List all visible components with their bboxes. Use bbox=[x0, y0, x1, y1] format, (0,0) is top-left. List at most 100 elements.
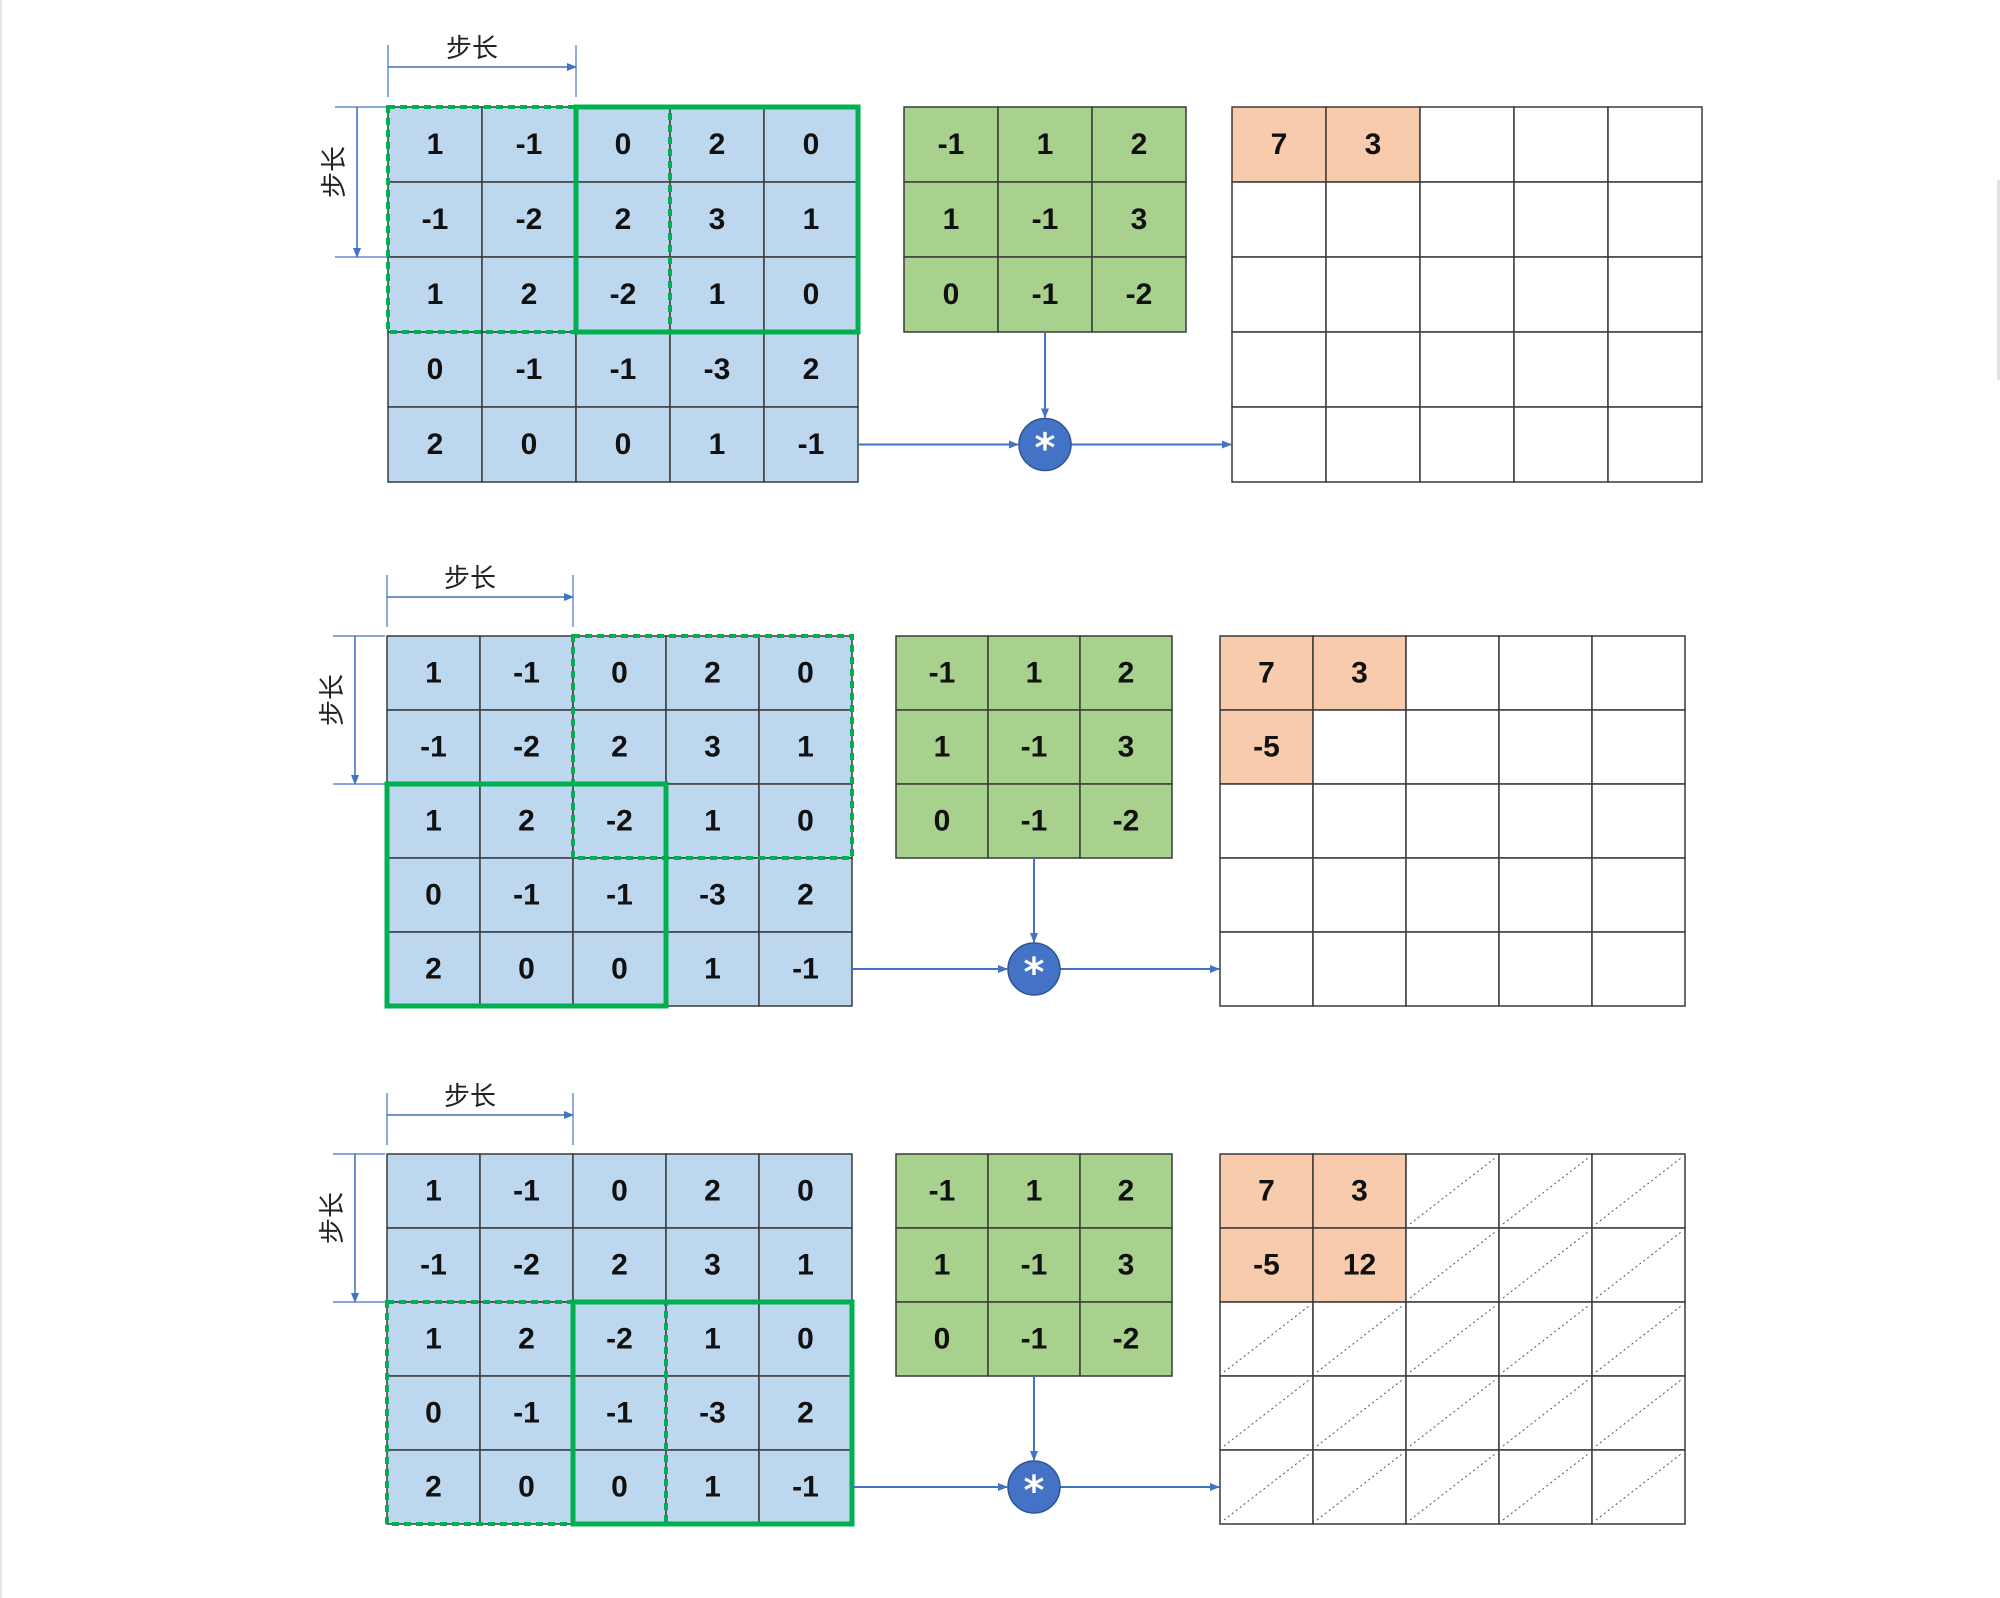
input-value: 0 bbox=[797, 1175, 814, 1208]
kernel-value: 1 bbox=[934, 731, 951, 764]
output-cell-empty bbox=[1591, 635, 1686, 711]
input-value: 1 bbox=[704, 1323, 721, 1356]
input-cell bbox=[665, 783, 760, 859]
input-value: 1 bbox=[797, 731, 814, 764]
kernel-value: 3 bbox=[1118, 1249, 1135, 1282]
kernel-value: -2 bbox=[1113, 1323, 1140, 1356]
input-value: 2 bbox=[797, 1397, 814, 1430]
output-cell-empty bbox=[1591, 1375, 1686, 1451]
output-cell-empty bbox=[1231, 331, 1327, 408]
input-cell bbox=[758, 1227, 853, 1303]
kernel-cell bbox=[895, 1153, 989, 1229]
output-cell-filled bbox=[1231, 106, 1327, 183]
output-value: 7 bbox=[1271, 128, 1288, 161]
output-cell-empty bbox=[1591, 1301, 1686, 1377]
output-cell-empty bbox=[1498, 1375, 1593, 1451]
input-value: -1 bbox=[610, 353, 637, 386]
input-value: 0 bbox=[611, 1471, 628, 1504]
input-cell bbox=[758, 857, 853, 933]
input-cell bbox=[669, 181, 765, 258]
input-cell bbox=[479, 857, 574, 933]
output-cell-empty bbox=[1591, 931, 1686, 1007]
input-cell bbox=[763, 181, 859, 258]
input-cell bbox=[386, 783, 481, 859]
output-cell-empty bbox=[1405, 635, 1500, 711]
input-value: 1 bbox=[425, 1175, 442, 1208]
output-cell-empty bbox=[1219, 1375, 1314, 1451]
output-cell-empty bbox=[1419, 256, 1515, 333]
input-value: -1 bbox=[606, 1397, 633, 1430]
output-cell-empty bbox=[1325, 256, 1421, 333]
input-cell bbox=[572, 1449, 667, 1525]
kernel-cell bbox=[1091, 181, 1187, 258]
input-value: -1 bbox=[513, 1397, 540, 1430]
kernel-cell bbox=[987, 783, 1081, 859]
output-cell-empty bbox=[1219, 1301, 1314, 1377]
input-value: 1 bbox=[704, 805, 721, 838]
output-cell-empty bbox=[1312, 1375, 1407, 1451]
stride-label-vertical: 步长 bbox=[320, 146, 350, 198]
output-value: 3 bbox=[1365, 128, 1382, 161]
input-value: 2 bbox=[518, 1323, 535, 1356]
input-value: 0 bbox=[797, 1323, 814, 1356]
input-cell bbox=[386, 931, 481, 1007]
input-value: -1 bbox=[516, 353, 543, 386]
kernel-cell bbox=[1079, 709, 1173, 785]
stride-label-horizontal: 步长 bbox=[444, 564, 496, 594]
output-value: 7 bbox=[1258, 1175, 1275, 1208]
output-cell-filled bbox=[1219, 1153, 1314, 1229]
output-cell-empty bbox=[1325, 331, 1421, 408]
stride-label-horizontal: 步长 bbox=[446, 34, 498, 64]
input-value: -3 bbox=[699, 879, 726, 912]
kernel-cell bbox=[895, 1301, 989, 1377]
kernel-cell bbox=[1091, 256, 1187, 333]
kernel-cell bbox=[987, 1227, 1081, 1303]
kernel-value: 1 bbox=[1037, 128, 1054, 161]
kernel-value: 0 bbox=[934, 1323, 951, 1356]
output-cell-empty bbox=[1419, 406, 1515, 483]
output-cell-empty bbox=[1312, 931, 1407, 1007]
input-value: 2 bbox=[427, 428, 444, 461]
input-cell bbox=[479, 635, 574, 711]
input-cell bbox=[572, 635, 667, 711]
output-cell-empty bbox=[1513, 181, 1609, 258]
input-value: 1 bbox=[709, 278, 726, 311]
output-cell-filled bbox=[1312, 635, 1407, 711]
input-cell bbox=[481, 331, 577, 408]
output-cell-empty bbox=[1591, 783, 1686, 859]
output-cell-empty bbox=[1513, 406, 1609, 483]
kernel-value: 1 bbox=[1026, 657, 1043, 690]
output-cell-empty bbox=[1405, 857, 1500, 933]
output-cell-empty bbox=[1607, 181, 1703, 258]
output-cell-empty bbox=[1498, 1227, 1593, 1303]
input-cell bbox=[665, 709, 760, 785]
input-value: 2 bbox=[615, 203, 632, 236]
output-cell-empty bbox=[1591, 1227, 1686, 1303]
kernel-value: 3 bbox=[1131, 203, 1148, 236]
input-value: -1 bbox=[420, 731, 447, 764]
input-value: 2 bbox=[704, 1175, 721, 1208]
input-value: 3 bbox=[709, 203, 726, 236]
kernel-value: 1 bbox=[1026, 1175, 1043, 1208]
output-cell-empty bbox=[1325, 406, 1421, 483]
input-value: 2 bbox=[518, 805, 535, 838]
kernel-cell bbox=[1079, 1301, 1173, 1377]
kernel-cell bbox=[1079, 1227, 1173, 1303]
input-value: 1 bbox=[803, 203, 820, 236]
input-value: 2 bbox=[803, 353, 820, 386]
input-cell bbox=[665, 1301, 760, 1377]
output-cell-empty bbox=[1405, 1227, 1500, 1303]
output-cell-empty bbox=[1231, 406, 1327, 483]
output-cell-empty bbox=[1312, 1301, 1407, 1377]
input-cell bbox=[386, 635, 481, 711]
output-cell-filled bbox=[1219, 709, 1314, 785]
flow-arrows: * bbox=[852, 858, 1220, 996]
kernel-value: 1 bbox=[934, 1249, 951, 1282]
